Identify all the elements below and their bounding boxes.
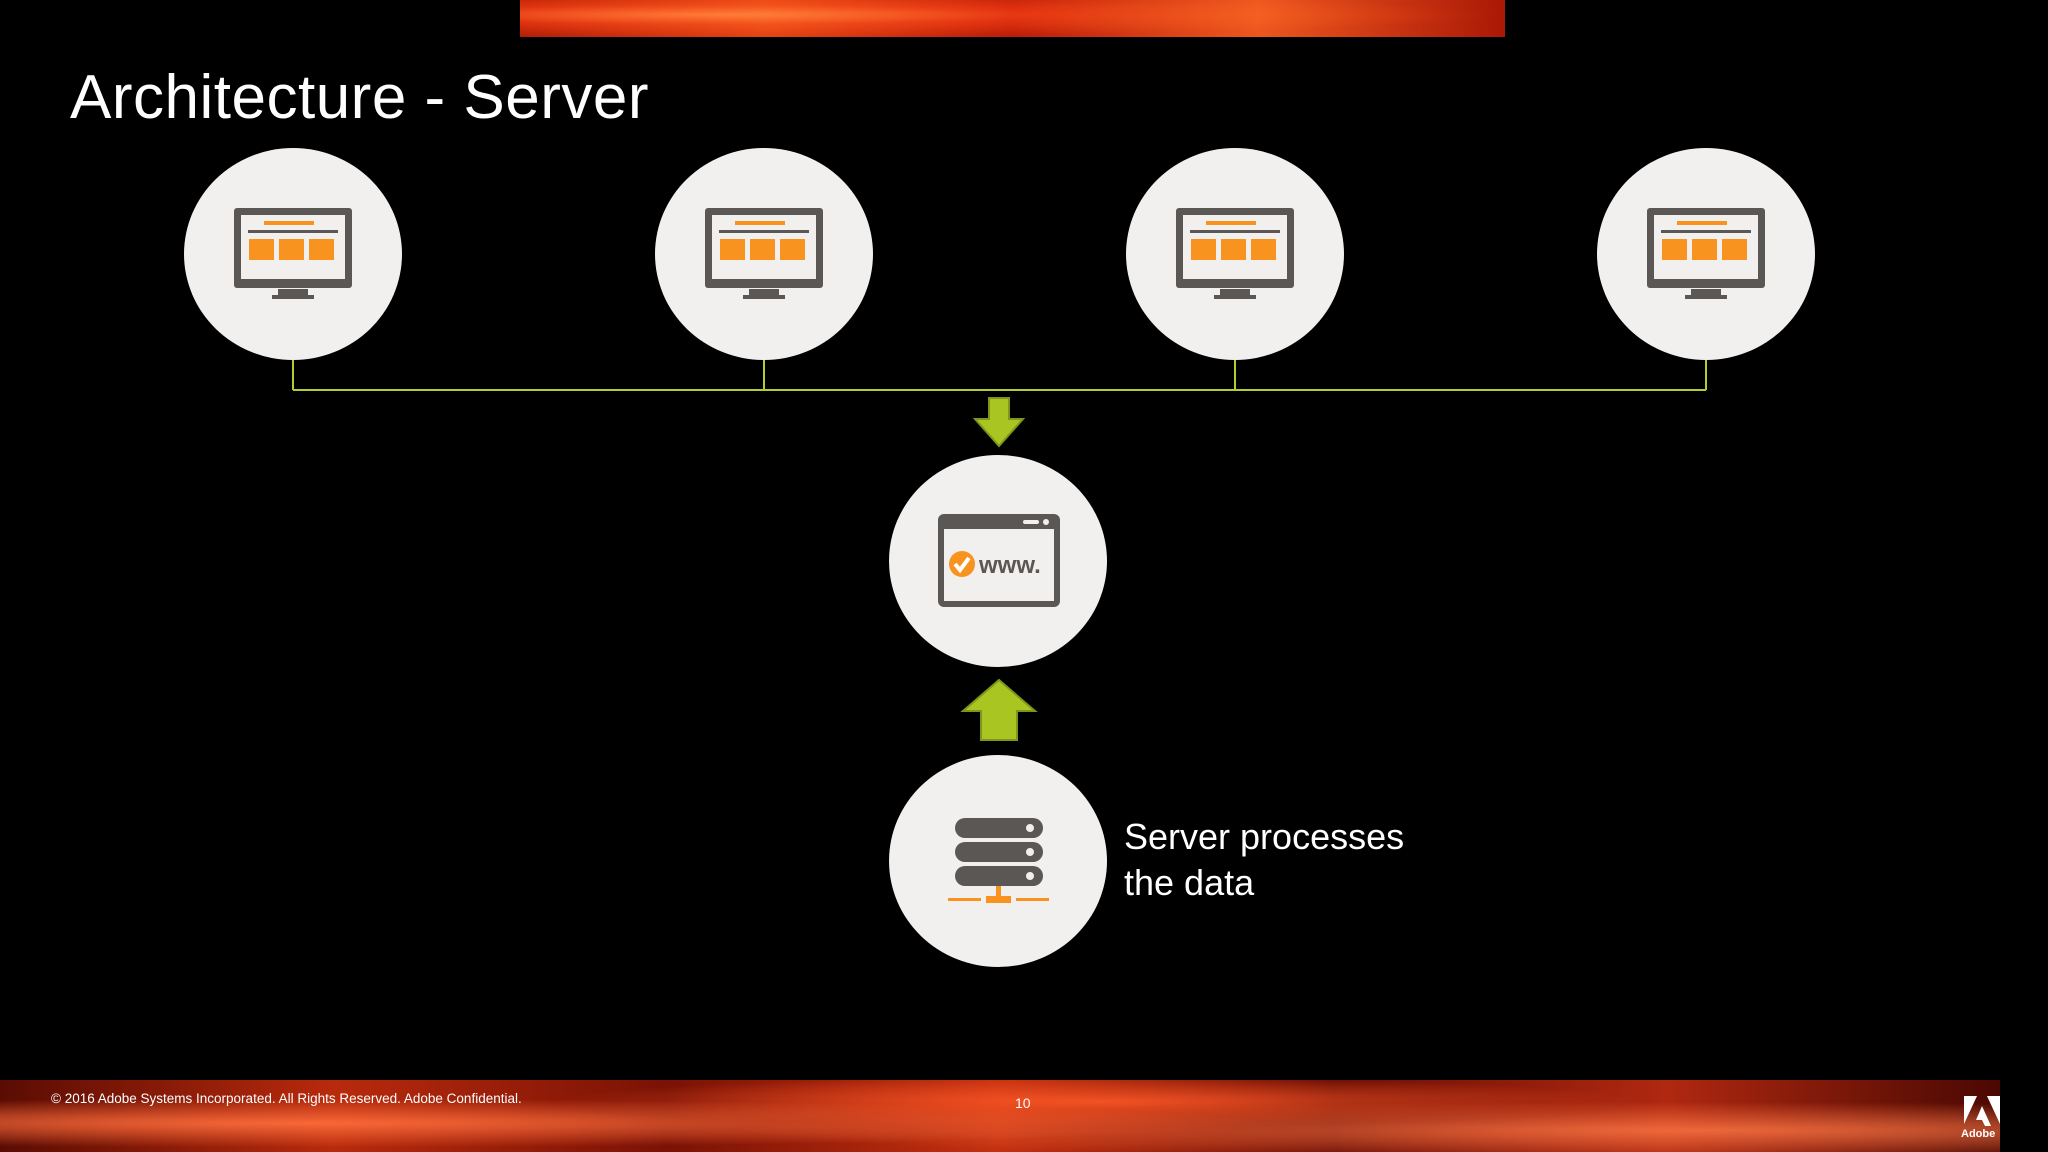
- arrow-up-icon: [960, 678, 1038, 741]
- desktop-monitor-icon: [1647, 208, 1765, 299]
- page-number: 10: [1015, 1095, 1031, 1111]
- adobe-logo-icon: [1964, 1096, 2000, 1126]
- copyright-footer: © 2016 Adobe Systems Incorporated. All R…: [51, 1091, 522, 1106]
- desktop-monitor-icon: [1176, 208, 1294, 299]
- client-node-4: [1597, 148, 1815, 360]
- web-node: www.: [889, 455, 1107, 667]
- browser-www-icon: www.: [938, 514, 1060, 607]
- right-edge-strip: [2000, 0, 2048, 1152]
- www-label: www.: [978, 552, 1041, 579]
- desktop-monitor-icon: [705, 208, 823, 299]
- server-node: [889, 755, 1107, 967]
- header-decorative-band: [520, 0, 1505, 37]
- client-node-2: [655, 148, 873, 360]
- server-caption: Server processes the data: [1124, 816, 1405, 903]
- client-node-3: [1126, 148, 1344, 360]
- server-stack-icon: [948, 818, 1049, 903]
- client-node-1: [184, 148, 402, 360]
- adobe-logo-text: Adobe: [1961, 1128, 1996, 1140]
- footer-decorative-band: [0, 1080, 2000, 1152]
- arrow-down-icon: [972, 397, 1026, 448]
- slide-title: Architecture - Server: [70, 63, 650, 132]
- desktop-monitor-icon: [234, 208, 352, 299]
